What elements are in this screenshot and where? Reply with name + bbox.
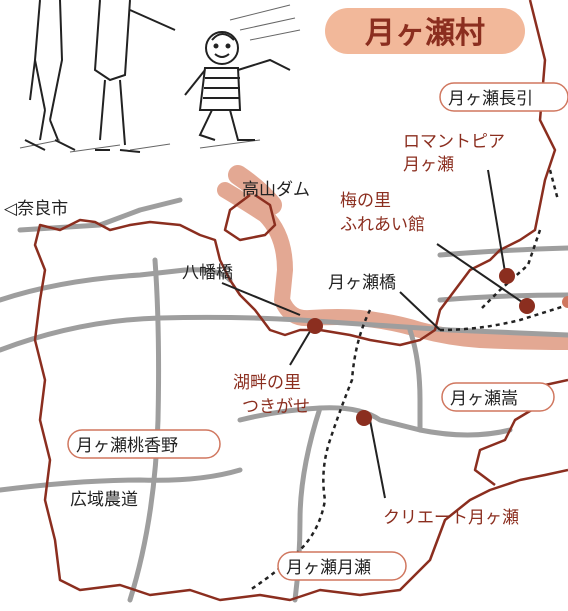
- district-tsukigase-dake: 月ヶ瀬嵩: [441, 382, 555, 412]
- facility-create-line1: クリエート月ヶ瀬: [383, 508, 519, 528]
- facility-kohan-line2: つきがせ: [242, 397, 310, 417]
- road-9: [0, 467, 243, 493]
- marker-romantopia[interactable]: [499, 268, 515, 284]
- direction-label-nara: ◁奈良市: [4, 199, 68, 219]
- trail-2: [439, 303, 568, 332]
- road-4: [237, 405, 513, 438]
- road-8: [437, 292, 568, 303]
- district-tsukigase-nagahiki: 月ヶ瀬長引: [439, 82, 568, 112]
- page-title: 月ヶ瀬村: [365, 16, 485, 51]
- district-label: 月ヶ瀬長引: [448, 89, 533, 109]
- road-1: [0, 267, 233, 303]
- river-upper: [217, 182, 568, 350]
- district-tsukigase-momokano: 月ヶ瀬桃香野: [67, 429, 221, 459]
- road-6: [407, 327, 423, 433]
- label-tsukigase-bridge: 月ヶ瀬橋: [328, 273, 396, 293]
- marker-edge: [562, 296, 568, 308]
- district-label: 月ヶ瀬月瀬: [286, 558, 371, 578]
- facility-romantopia-line2: 月ヶ瀬: [403, 155, 454, 175]
- district-label: 月ヶ瀬桃香野: [76, 436, 178, 456]
- road-3: [127, 257, 162, 603]
- border-main: [33, 0, 568, 602]
- river: [217, 165, 568, 350]
- facility-romantopia-line1: ロマントピア: [403, 132, 505, 152]
- marker-kohan-no-sato[interactable]: [307, 318, 323, 334]
- road-2: [0, 314, 568, 353]
- river-dam: [228, 165, 282, 215]
- district-tsukigase-tsukise: 月ヶ瀬月瀬: [277, 551, 407, 581]
- facility-ume-line1: 梅の里: [340, 191, 391, 211]
- border-inner: [223, 193, 277, 242]
- marker-create-tsukigase[interactable]: [356, 410, 372, 426]
- facility-ume-line2: ふれあい館: [340, 215, 425, 235]
- label-takayama-dam: 高山ダム: [242, 180, 310, 200]
- bridge-leaders: [221, 282, 441, 331]
- trails: [249, 169, 568, 592]
- district-label: 月ヶ瀬嵩: [450, 389, 518, 409]
- family-walking-sketch-icon: [0, 0, 301, 170]
- marker-ume-no-sato[interactable]: [519, 298, 535, 314]
- facility-leaders: [289, 169, 523, 499]
- title-badge: 月ヶ瀬村: [325, 8, 525, 54]
- label-kouiki-noudou: 広域農道: [70, 490, 138, 510]
- facility-kohan-line1: 湖畔の里: [233, 373, 301, 393]
- trail-3: [479, 169, 560, 311]
- label-hachiman-bridge: 八幡橋: [182, 263, 233, 283]
- roads: [0, 197, 568, 603]
- road-10: [17, 197, 183, 233]
